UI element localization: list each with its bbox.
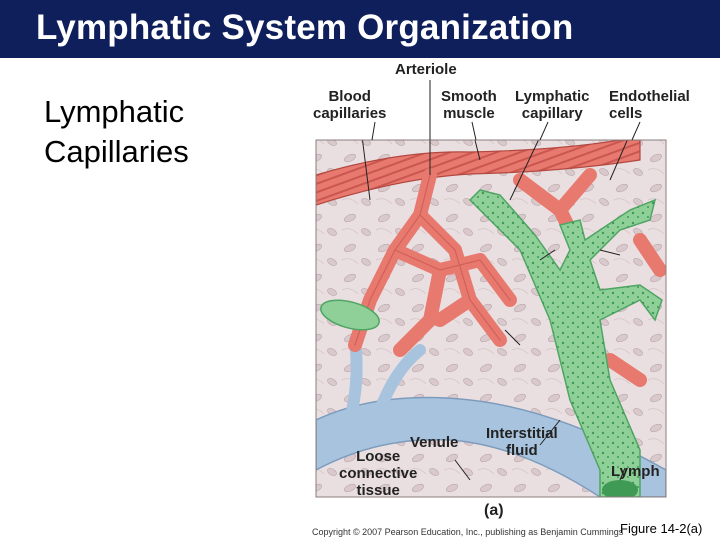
- leader-lines: [361, 140, 628, 481]
- panel-letter: (a): [484, 502, 504, 519]
- label-lymphatic-capillary-line-1: Lymphatic: [515, 88, 590, 105]
- copyright-notice: Copyright © 2007 Pearson Education, Inc.…: [312, 527, 624, 537]
- label-interstitial-fluid-line-2: fluid: [506, 442, 538, 459]
- panel-frame: [315, 139, 667, 498]
- slide-title: Lymphatic System Organization: [36, 8, 574, 47]
- label-blood-capillaries-line-2: capillaries: [313, 105, 387, 122]
- title-bar: Lymphatic System Organization: [0, 0, 720, 58]
- label-venule: Venule: [410, 434, 459, 451]
- label-smooth-muscle: Smooth muscle: [441, 88, 497, 122]
- label-smooth-muscle-line-1: Smooth: [441, 88, 497, 105]
- label-interstitial-fluid-line-1: Interstitial: [486, 425, 558, 442]
- label-loose-connective-tissue-line-2: connective: [339, 465, 418, 482]
- figure-reference: Figure 14-2(a): [620, 521, 703, 536]
- label-arteriole: Arteriole: [395, 61, 457, 78]
- label-blood-capillaries-line-1: Blood: [328, 88, 371, 105]
- label-smooth-muscle-line-2: muscle: [443, 105, 495, 122]
- top-leader-lines: [371, 80, 641, 141]
- label-lymphatic-capillary-line-2: capillary: [521, 105, 583, 122]
- label-endothelial-cells-line-1: Endothelial: [609, 88, 690, 105]
- label-loose-connective-tissue: Loose connective tissue: [339, 448, 417, 499]
- label-blood-capillaries: Blood capillaries: [313, 88, 386, 122]
- bullet-text: Lymphatic Capillaries: [44, 92, 189, 172]
- bullet-line-1: Lymphatic: [44, 94, 185, 129]
- label-loose-connective-tissue-line-3: tissue: [356, 482, 400, 499]
- label-lymph: Lymph: [611, 463, 660, 480]
- label-endothelial-cells-line-2: cells: [609, 105, 643, 122]
- label-interstitial-fluid: Interstitial fluid: [486, 425, 558, 459]
- label-lymphatic-capillary: Lymphatic capillary: [515, 88, 589, 122]
- label-endothelial-cells: Endothelial cells: [609, 88, 690, 122]
- label-loose-connective-tissue-line-1: Loose: [356, 448, 401, 465]
- bullet-line-2: Capillaries: [44, 134, 189, 169]
- lymphatic-capillary-vessel: [320, 189, 663, 497]
- venule-vessel: [316, 396, 666, 497]
